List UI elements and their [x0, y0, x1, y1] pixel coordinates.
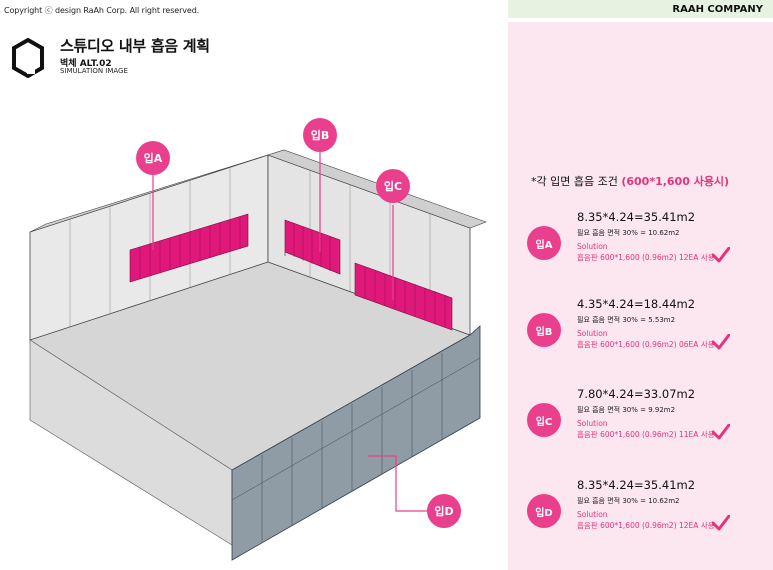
solution-label: Solution: [577, 510, 608, 519]
area-formula: 8.35*4.24=35.41m2: [577, 478, 696, 492]
panel-heading: *각 입면 흡음 조건 (600*1,600 사용시): [531, 173, 729, 189]
checkmark-icon: [712, 334, 730, 350]
solution-detail: 흡음판 600*1,600 (0.96m2) 11EA 사용: [577, 430, 715, 439]
checkmark-icon: [712, 247, 730, 263]
elevation-item-b: 입B 4.35*4.24=18.44m2 필요 흡음 면적 30% = 5.53…: [527, 297, 767, 361]
checkmark-icon: [712, 515, 730, 531]
panel-group-c: [354, 262, 453, 331]
panel-group-b: [284, 219, 341, 275]
area-formula: 8.35*4.24=35.41m2: [577, 210, 696, 224]
page-caption: SIMULATION IMAGE: [60, 67, 128, 75]
studio-isometric-drawing: [29, 149, 487, 561]
page-subtitle: 벽체 ALT.02: [60, 59, 112, 69]
copyright-text: Copyright ⓒ design RaAh Corp. All right …: [4, 6, 200, 15]
info-panel: [508, 22, 773, 570]
callout-c: 입C: [376, 169, 410, 203]
solution-label: Solution: [577, 329, 608, 338]
checkmark-icon: [712, 424, 730, 440]
company-name: RAAH COMPANY: [672, 3, 763, 15]
elevation-badge: 입A: [527, 226, 561, 260]
area-formula: 7.80*4.24=33.07m2: [577, 387, 696, 401]
required-area: 필요 흡음 면적 30% = 5.53m2: [577, 316, 676, 324]
elevation-item-c: 입C 7.80*4.24=33.07m2 필요 흡음 면적 30% = 9.92…: [527, 387, 767, 451]
panel-heading-prefix: *각 입면 흡음 조건: [531, 175, 622, 188]
elevation-badge: 입C: [527, 403, 561, 437]
elevation-item-d: 입D 8.35*4.24=35.41m2 필요 흡음 면적 30% = 10.6…: [527, 478, 767, 542]
panel-heading-accent: (600*1,600 사용시): [621, 175, 730, 188]
callout-d: 입D: [427, 494, 461, 528]
area-formula: 4.35*4.24=18.44m2: [577, 297, 696, 311]
page-title: 스튜디오 내부 흡음 계획: [60, 37, 210, 55]
company-header: RAAH COMPANY: [508, 0, 773, 18]
elevation-badge: 입D: [527, 494, 561, 528]
callout-b: 입B: [303, 118, 337, 152]
solution-label: Solution: [577, 419, 608, 428]
house-outline-logo: [12, 38, 44, 78]
required-area: 필요 흡음 면적 30% = 9.92m2: [577, 406, 676, 414]
solution-label: Solution: [577, 242, 608, 251]
solution-detail: 흡음판 600*1,600 (0.96m2) 12EA 사용: [577, 253, 715, 262]
wall-d-glass: [231, 325, 481, 561]
panel-group-a: [129, 213, 249, 283]
required-area: 필요 흡음 면적 30% = 10.62m2: [577, 229, 680, 237]
elevation-badge: 입B: [527, 313, 561, 347]
required-area: 필요 흡음 면적 30% = 10.62m2: [577, 497, 680, 505]
callout-a: 입A: [136, 141, 170, 175]
solution-detail: 흡음판 600*1,600 (0.96m2) 06EA 사용: [577, 340, 715, 349]
solution-detail: 흡음판 600*1,600 (0.96m2) 12EA 사용: [577, 521, 715, 530]
elevation-item-a: 입A 8.35*4.24=35.41m2 필요 흡음 면적 30% = 10.6…: [527, 210, 767, 274]
